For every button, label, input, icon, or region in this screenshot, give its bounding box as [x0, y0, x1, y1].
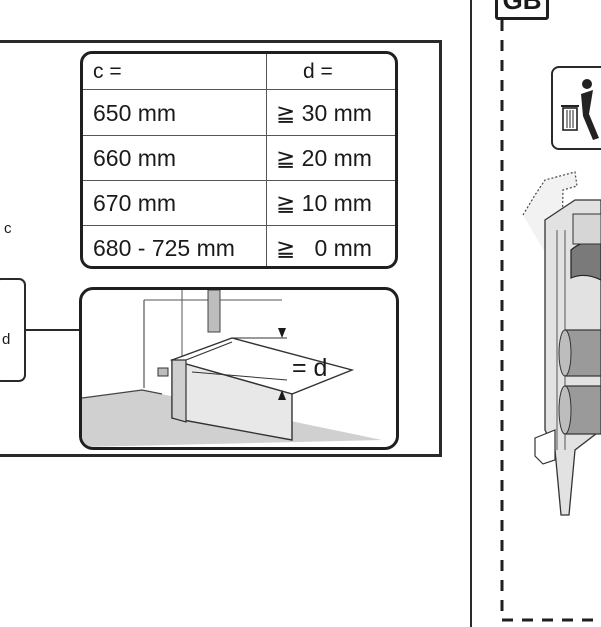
page-divider	[470, 0, 472, 627]
table-rule	[83, 225, 395, 226]
gap-dimension-label: = d	[292, 354, 328, 382]
table-cell-c: 650 mm	[93, 99, 177, 126]
callout-connector-line	[26, 329, 80, 331]
table-column-divider	[266, 54, 267, 266]
table-cell-d: ≧ 0 mm	[276, 234, 372, 261]
table-rule	[83, 135, 395, 136]
table-rule	[83, 89, 395, 90]
table-header-c: c =	[93, 60, 122, 83]
table-cell-d: ≧ 30 mm	[276, 99, 372, 126]
table-row: 680 - 725 mm ≧ 0 mm	[83, 227, 395, 266]
cabinet-gap-drawing	[82, 290, 382, 447]
table-cell-c: 660 mm	[93, 144, 177, 171]
table-row: 670 mm ≧ 10 mm	[83, 182, 395, 224]
table-row: 660 mm ≧ 20 mm	[83, 137, 395, 179]
region-badge: GB	[495, 0, 549, 20]
part-illustration	[522, 171, 601, 516]
recycling-bin-icon	[551, 66, 601, 150]
table-cell-c: 670 mm	[93, 189, 177, 216]
table-cell-d: ≧ 10 mm	[276, 189, 372, 216]
callout-box-d: d	[0, 278, 26, 382]
gap-detail-illustration: = d	[79, 287, 399, 450]
installation-panel-frame	[0, 40, 442, 457]
table-header-d: d =	[303, 60, 333, 83]
table-cell-d: ≧ 20 mm	[276, 144, 372, 171]
clearance-table: c = d = 650 mm ≧ 30 mm 660 mm ≧ 20 mm 67…	[80, 51, 398, 269]
table-cell-c: 680 - 725 mm	[93, 234, 235, 261]
table-rule	[83, 180, 395, 181]
table-row: 650 mm ≧ 30 mm	[83, 92, 395, 134]
table-header-row: c = d =	[83, 56, 395, 88]
dashed-boundary	[500, 20, 601, 622]
callout-label-d: d	[2, 331, 11, 348]
dimension-label-c: c	[4, 220, 12, 237]
